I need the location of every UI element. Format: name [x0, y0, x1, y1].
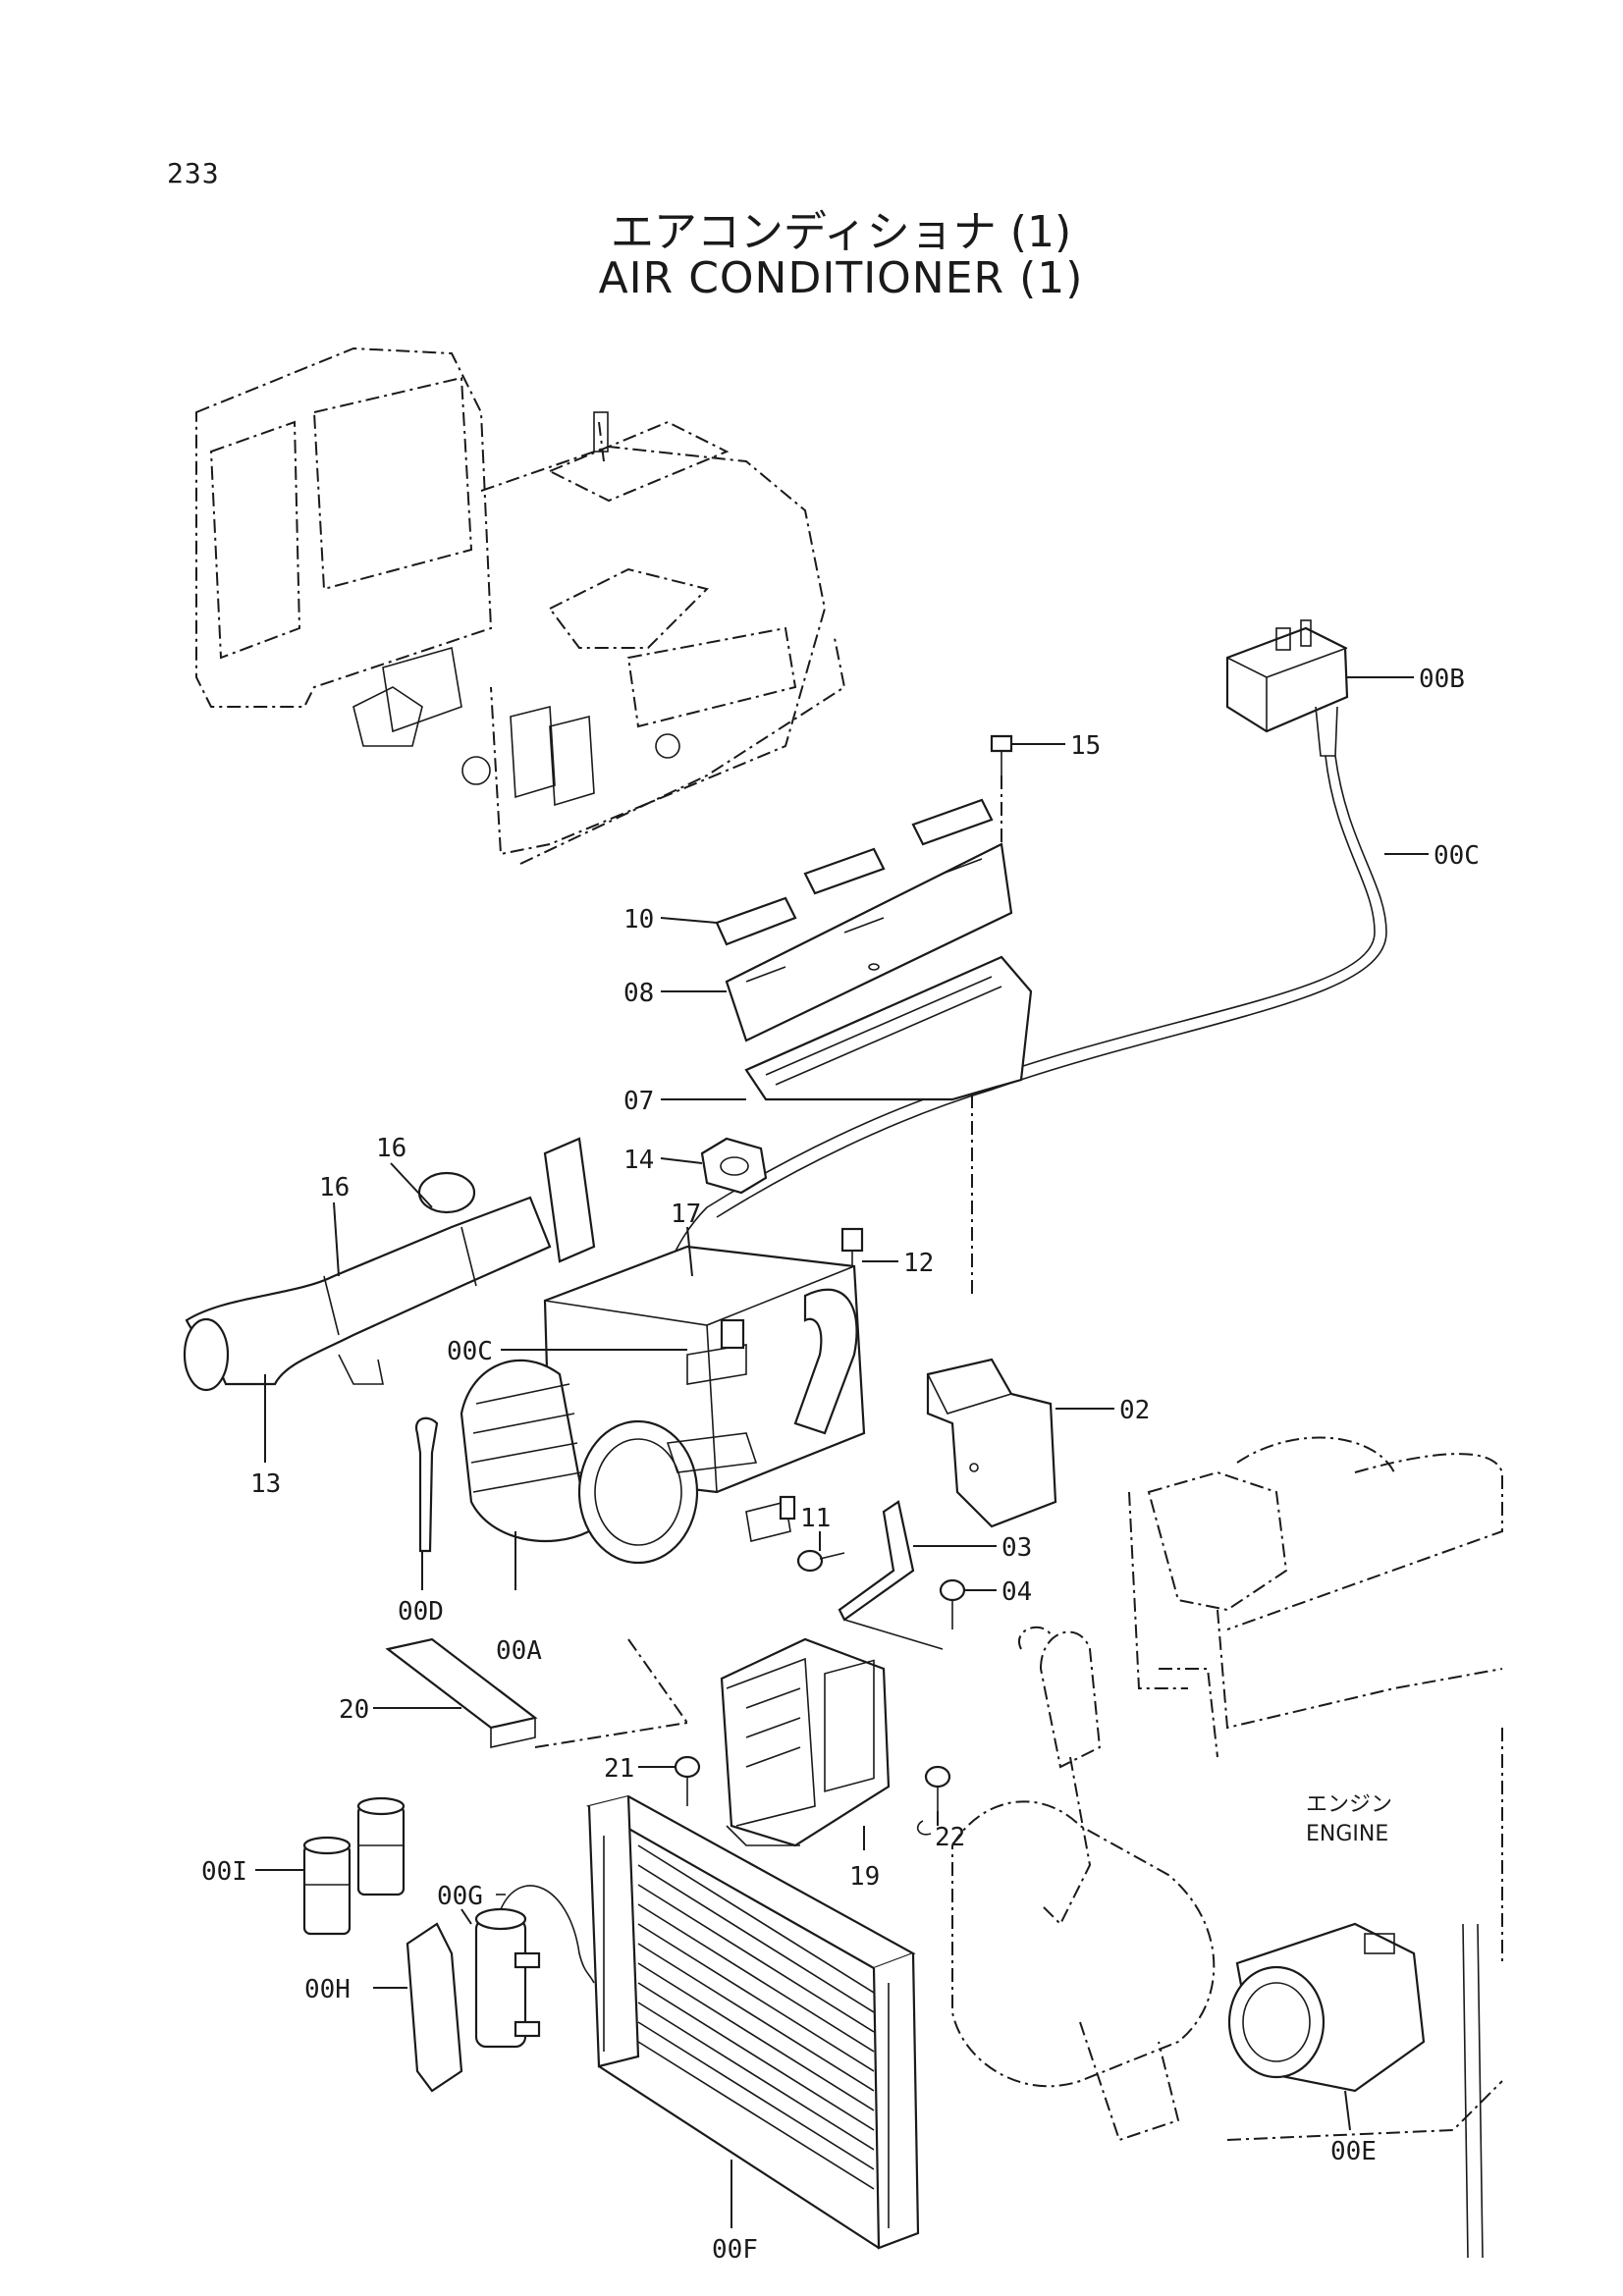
condenser-00F	[586, 1794, 920, 2250]
callout-20: 20	[339, 1695, 369, 1725]
callout-19: 19	[849, 1862, 880, 1892]
callout-00D: 00D	[398, 1597, 444, 1627]
bracket-03	[838, 1500, 944, 1650]
duct-02	[926, 1358, 1057, 1528]
callout-15: 15	[1070, 731, 1101, 761]
blower-unit-00A	[460, 1245, 866, 1565]
callout-22: 22	[935, 1823, 965, 1852]
callout-00H: 00H	[304, 1975, 351, 2004]
excavator-overview	[195, 347, 846, 865]
callout-labels: 00B 00C 15 10 08 07 14 16 16 17 12 00C 0…	[201, 665, 1480, 2265]
callout-00F: 00F	[712, 2235, 758, 2265]
callout-13: 13	[250, 1469, 281, 1499]
bolt-21	[674, 1755, 701, 1806]
drain-hose-00D	[414, 1416, 439, 1553]
heater-unit-19	[720, 1637, 891, 1847]
bolt-04	[939, 1578, 966, 1629]
page-number: 233	[167, 157, 220, 189]
callout-00E: 00E	[1330, 2137, 1377, 2166]
harness-00C	[667, 755, 1376, 1267]
title-japanese: エアコンディショナ (1)	[610, 207, 1072, 257]
bolt-22	[916, 1765, 951, 1836]
engine-label-en: ENGINE	[1306, 1822, 1388, 1846]
cartridges-00I	[302, 1796, 406, 1936]
duct-08	[725, 842, 1013, 1042]
callout-00I: 00I	[201, 1857, 247, 1887]
callout-00C-lower: 00C	[447, 1337, 493, 1366]
leader-lines	[255, 676, 1429, 2228]
duct-07	[744, 955, 1033, 1296]
callout-12: 12	[903, 1249, 934, 1278]
hose-13	[183, 1137, 596, 1392]
callout-16-lower: 16	[319, 1173, 350, 1202]
callout-07: 07	[623, 1087, 654, 1116]
receiver-drier-00G	[406, 1885, 595, 2093]
engine-label-jp: エンジン	[1306, 1792, 1392, 1817]
control-panel	[1225, 619, 1349, 757]
callout-08: 08	[623, 979, 654, 1008]
callout-11: 11	[800, 1504, 831, 1533]
screw-15	[990, 734, 1013, 903]
bolt-11	[796, 1549, 845, 1573]
callout-17: 17	[671, 1200, 701, 1229]
title-english: AIR CONDITIONER (1)	[598, 253, 1084, 303]
callout-00C: 00C	[1434, 841, 1480, 871]
grommet-14	[700, 1137, 768, 1195]
callout-00A: 00A	[496, 1636, 542, 1666]
callout-04: 04	[1001, 1577, 1032, 1607]
callout-10: 10	[623, 905, 654, 934]
callout-00G: 00G	[437, 1882, 483, 1911]
callout-03: 03	[1001, 1533, 1032, 1563]
compressor-00E	[1227, 1922, 1426, 2093]
callout-00B: 00B	[1419, 665, 1465, 694]
callout-21: 21	[604, 1754, 634, 1784]
engine-outline	[951, 1436, 1503, 2259]
louvers-10	[715, 798, 994, 946]
callout-14: 14	[623, 1146, 654, 1175]
callout-02: 02	[1119, 1396, 1150, 1425]
callout-16-upper: 16	[376, 1134, 406, 1163]
plate-20	[385, 1637, 688, 1748]
